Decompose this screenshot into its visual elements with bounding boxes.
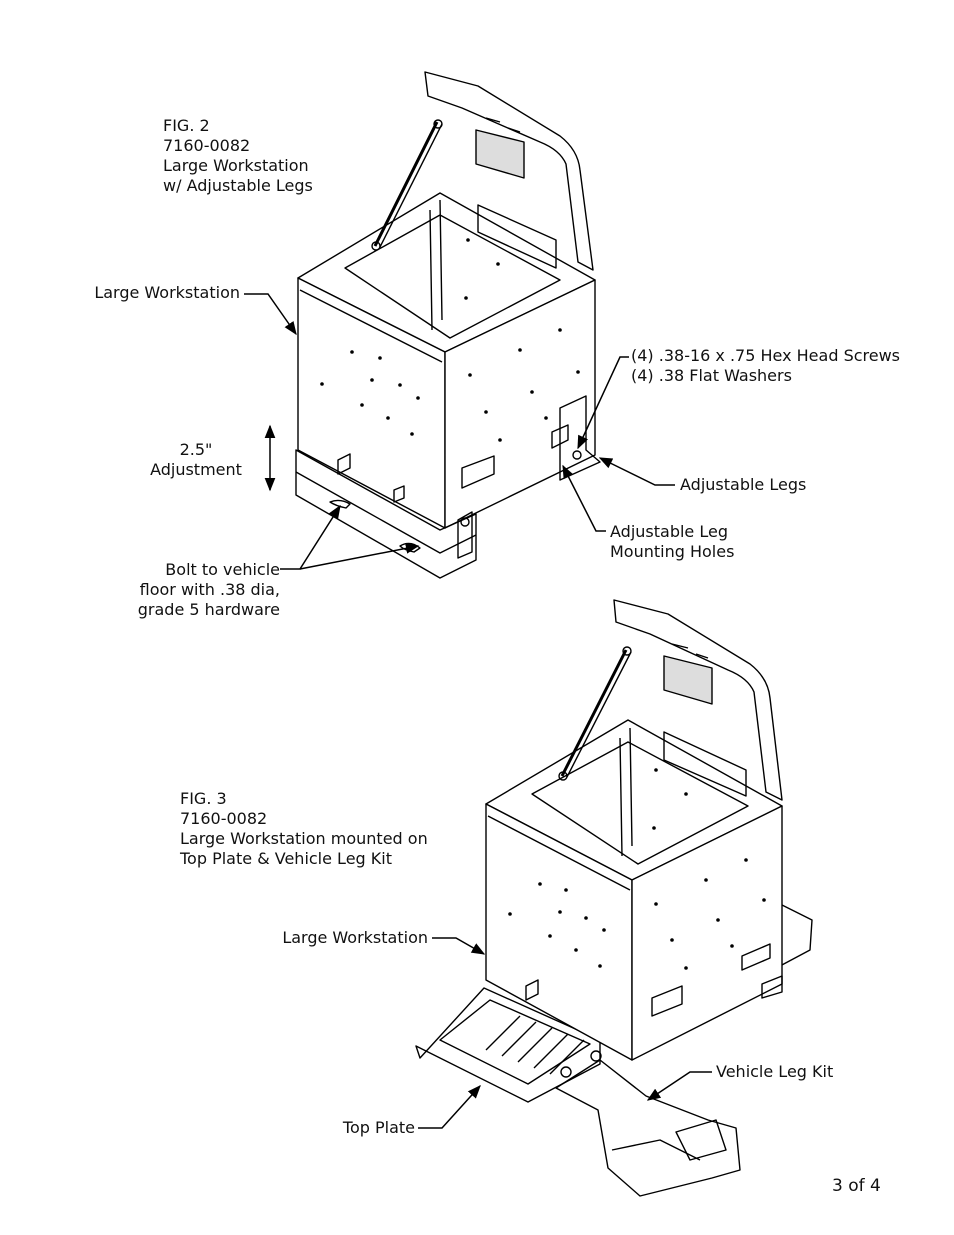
fig2-label-bolt: Bolt to vehicle floor with .38 dia, grad… [100,560,280,620]
mounting-holes-line-2: Mounting Holes [610,542,735,561]
fig2-label-screws: (4) .38-16 x .75 Hex Head Screws (4) .38… [631,346,900,386]
fig3-caption-line-2: 7160-0082 [180,809,268,828]
fig3-holes [508,768,766,970]
fig2-label-adjustment: 2.5" Adjustment [140,440,252,480]
fig2-workstation-drawing [295,71,601,579]
adjustment-text: Adjustment [150,460,242,479]
fig2-caption: FIG. 2 7160-0082 Large Workstation w/ Ad… [163,116,313,196]
bolt-line-1: Bolt to vehicle [165,560,280,579]
fig2-caption-line-1: FIG. 2 [163,116,210,135]
fig2-holes [320,238,580,442]
fig2-caption-line-3: Large Workstation [163,156,309,175]
fig3-caption-line-4: Top Plate & Vehicle Leg Kit [180,849,392,868]
fig3-caption-line-3: Large Workstation mounted on [180,829,428,848]
fig3-label-vehicle-leg-kit: Vehicle Leg Kit [716,1062,834,1081]
fig3-leaders [418,937,712,1129]
fig2-caption-line-4: w/ Adjustable Legs [163,176,313,195]
fig2-caption-line-2: 7160-0082 [163,136,251,155]
fig3-workstation-drawing [415,599,813,1197]
fig2-label-adjustable-legs: Adjustable Legs [680,475,807,494]
fig3-label-top-plate: Top Plate [342,1118,415,1137]
bolt-line-3: grade 5 hardware [137,600,280,619]
fig2-leaders [244,293,675,570]
bolt-line-2: floor with .38 dia, [139,580,280,599]
adjustment-value: 2.5" [179,440,213,459]
page-number: 3 of 4 [832,1176,881,1196]
fig2-label-mounting-holes: Adjustable Leg Mounting Holes [610,522,734,562]
fig3-label-large-workstation: Large Workstation [282,928,428,947]
fig3-caption: FIG. 3 7160-0082 Large Workstation mount… [180,789,428,869]
mounting-holes-line-1: Adjustable Leg [610,522,728,541]
screws-line-2: (4) .38 Flat Washers [631,366,792,385]
fig3-caption-line-1: FIG. 3 [180,789,227,808]
fig2-label-large-workstation: Large Workstation [94,283,240,302]
screws-line-1: (4) .38-16 x .75 Hex Head Screws [631,346,901,365]
